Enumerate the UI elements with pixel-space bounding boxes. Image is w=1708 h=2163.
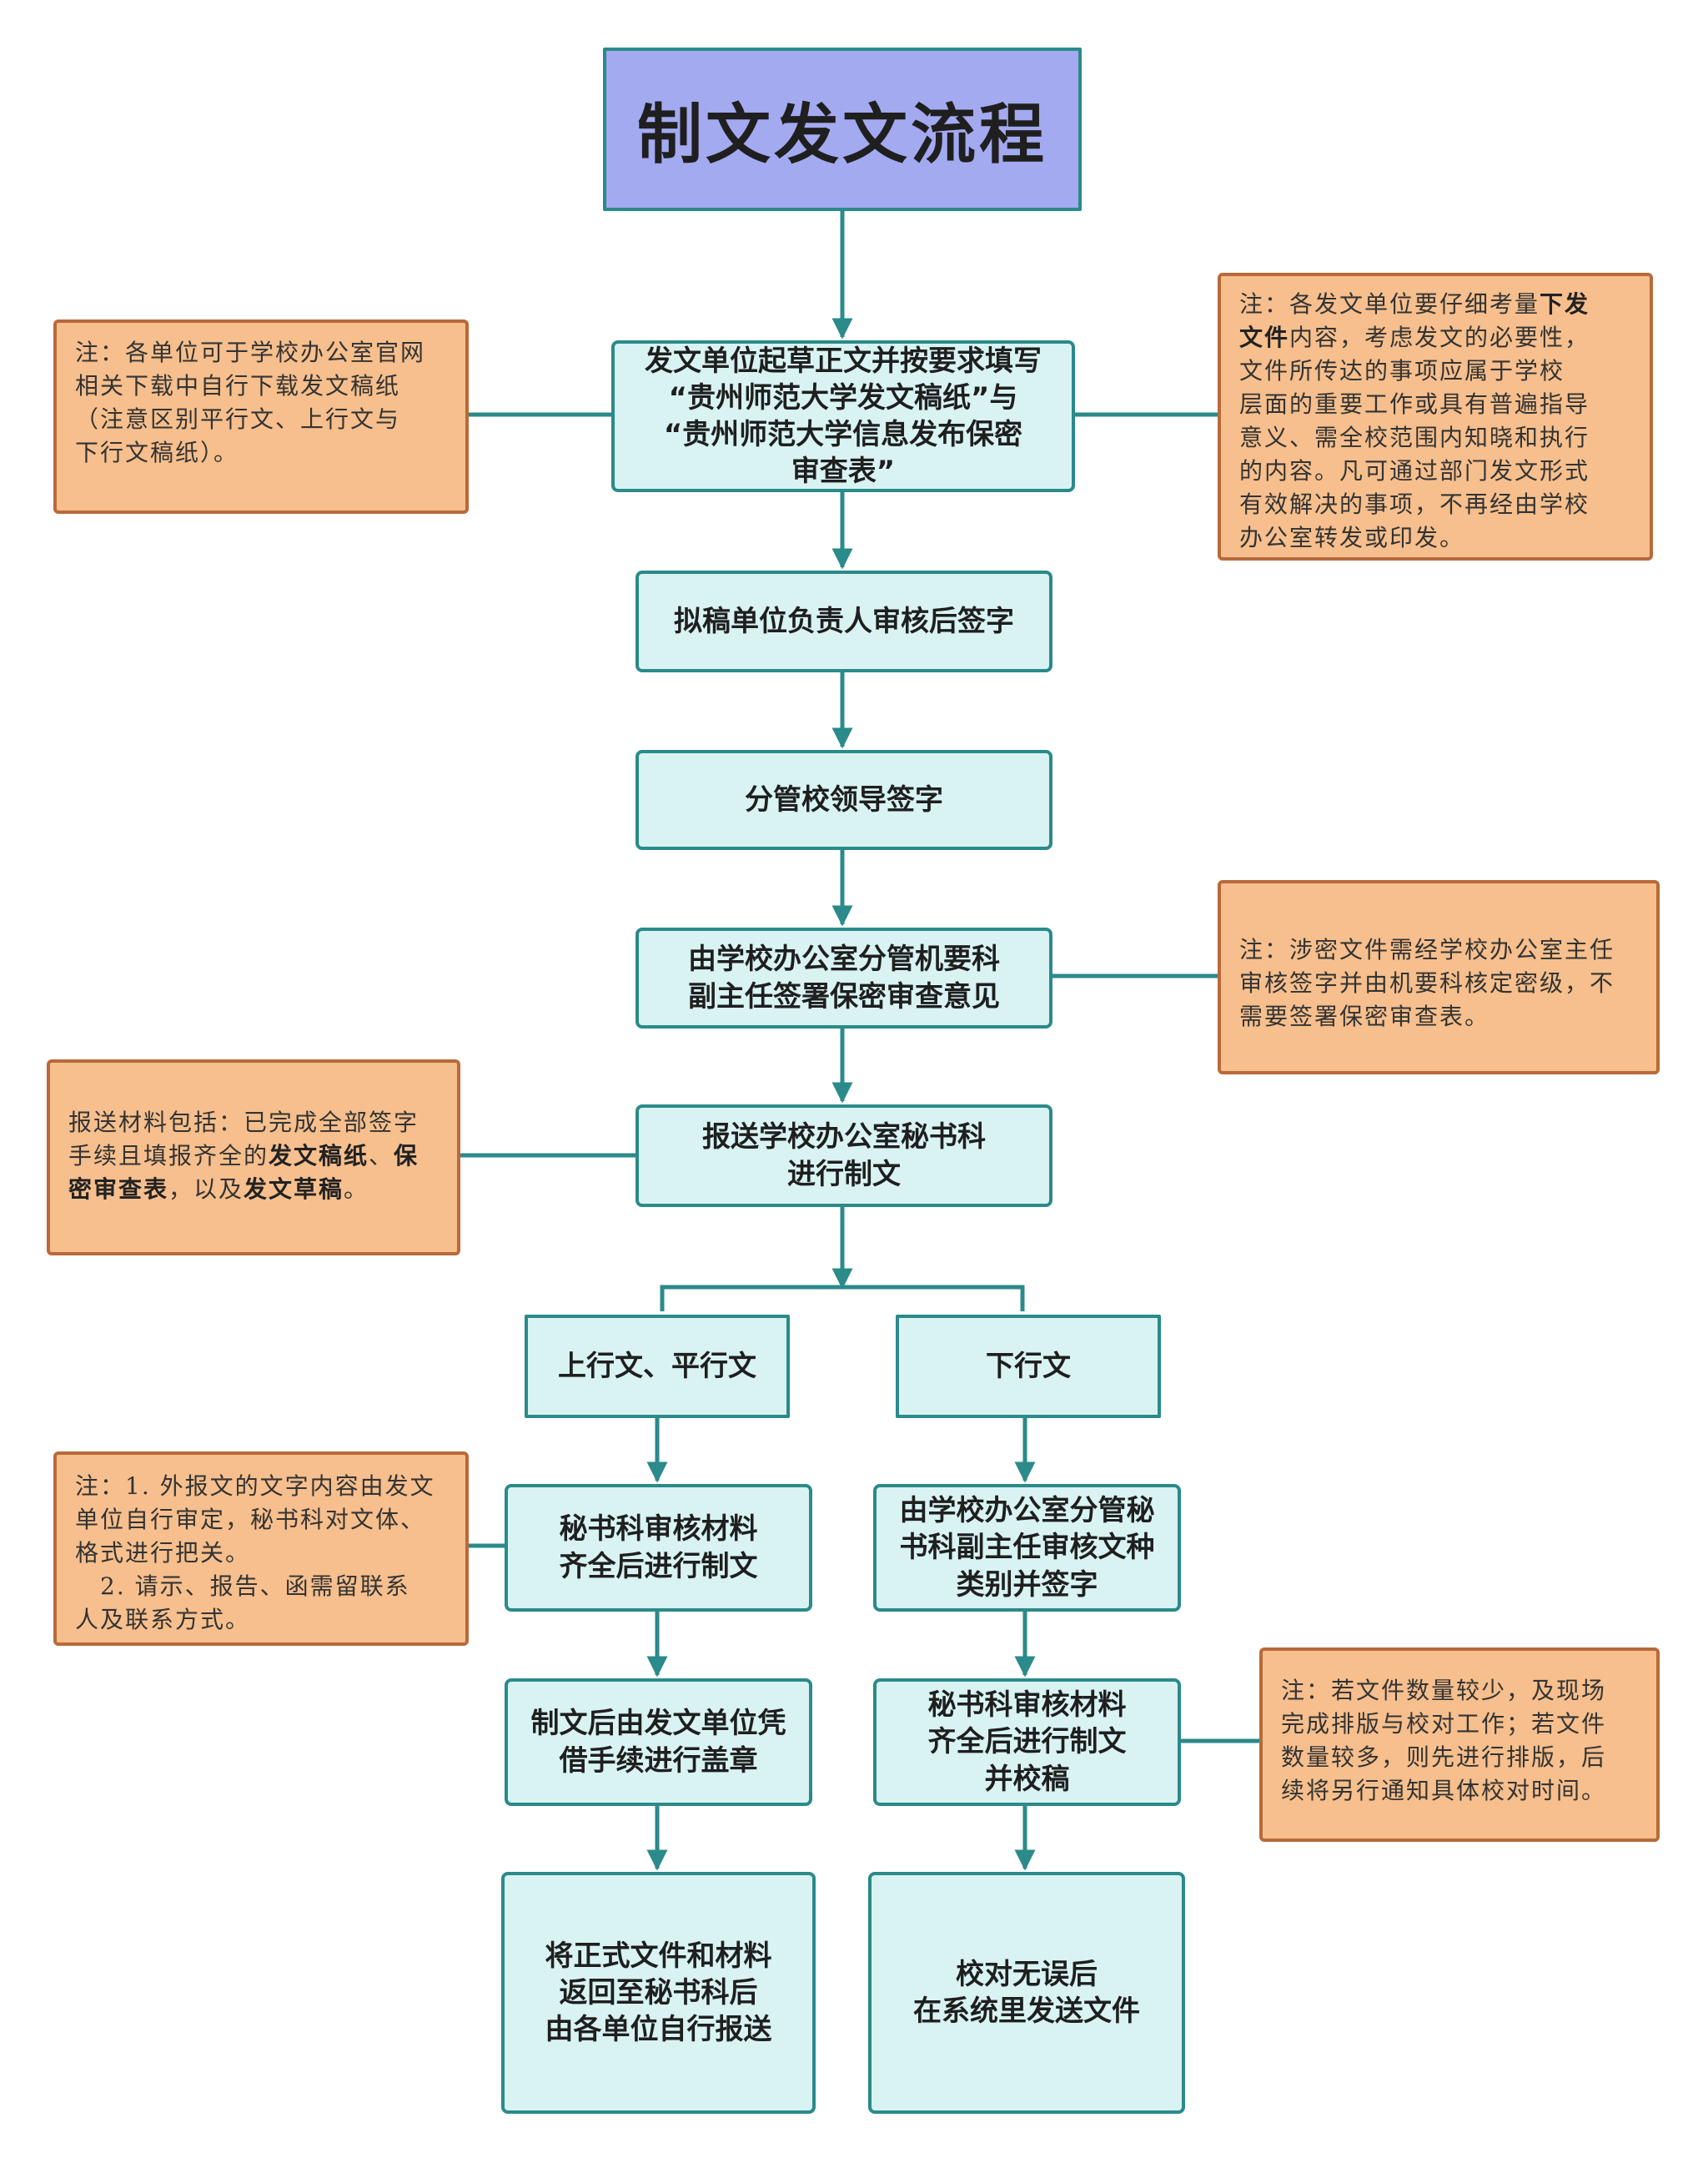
step-left-make-doc-line-1: 秘书科审核材料 — [559, 1512, 758, 1547]
note-consider-line-3: 文件所传达的事项应属于学校 — [1239, 357, 1565, 385]
step-unit-head-sign: 拟稿单位负责人审核后签字 — [635, 571, 1052, 672]
note-submission-materials: 报送材料包括：已完成全部签字 手续且填报齐全的发文稿纸、保 密审查表，以及发文草… — [47, 1059, 460, 1255]
step-leader-sign-line-1: 分管校领导签字 — [745, 782, 943, 817]
note-consider-line-2-b: 内容，考虑发文的必要性， — [1289, 324, 1590, 351]
step-confidential-review-line-2: 副主任签署保密审查意见 — [688, 979, 1000, 1014]
branch-downward-label: 下行文 — [986, 1349, 1071, 1383]
step-right-make-doc: 秘书科审核材料 齐全后进行制文 并校稿 — [873, 1678, 1181, 1806]
note-external-line-3: 格式进行把关。 — [75, 1539, 251, 1567]
page-title: 制文发文流程 — [603, 48, 1082, 211]
note-consider-line-6: 的内容。凡可通过部门发文形式 — [1239, 457, 1590, 485]
note-materials-line-3-b: ，以及 — [168, 1175, 244, 1203]
note-consider-necessity: 注：各发文单位要仔细考量下发 文件内容，考虑发文的必要性， 文件所传达的事项应属… — [1218, 273, 1653, 561]
step-right-make-doc-line-2: 齐全后进行制文 — [927, 1725, 1127, 1759]
step-draft: 发文单位起草正文并按要求填写 “贵州师范大学发文稿纸”与 “贵州师范大学信息发布… — [611, 340, 1075, 492]
note-external-documents: 注：1. 外报文的文字内容由发文 单位自行审定，秘书科对文体、 格式进行把关。 … — [53, 1451, 469, 1646]
note-secret-line-2: 审核签字并由机要科核定密级，不 — [1239, 969, 1615, 997]
note-external-line-2: 单位自行审定，秘书科对文体、 — [75, 1506, 426, 1533]
note-consider-line-1-bold: 下发 — [1540, 290, 1590, 318]
step-left-seal-line-2: 借手续进行盖章 — [559, 1743, 758, 1778]
step-draft-line-4: 审查表” — [791, 455, 896, 489]
note-consider-line-7: 有效解决的事项，不再经由学校 — [1239, 490, 1590, 518]
note-materials-line-2-c: 、 — [369, 1142, 394, 1170]
step-right-send-line-2: 在系统里发送文件 — [913, 1994, 1140, 2028]
note-consider-line-2-bold: 文件 — [1239, 324, 1290, 351]
step-right-send-line-1: 校对无误后 — [956, 1957, 1098, 1991]
branch-downward: 下行文 — [896, 1315, 1161, 1418]
step-confidential-review: 由学校办公室分管机要科 副主任签署保密审查意见 — [635, 928, 1052, 1029]
step-right-deputy-review: 由学校办公室分管秘 书科副主任审核文种 类别并签字 — [873, 1484, 1181, 1612]
note-consider-line-1: 注：各发文单位要仔细考量下发 — [1239, 288, 1631, 321]
note-quantity-line-4: 续将另行通知具体校对时间。 — [1281, 1777, 1607, 1804]
note-materials-line-3-bold-2: 发文草稿 — [244, 1175, 344, 1203]
step-confidential-review-line-1: 由学校办公室分管机要科 — [688, 943, 1000, 977]
note-quantity-line-2: 完成排版与校对工作；若文件 — [1281, 1710, 1607, 1738]
note-quantity-line-1: 注：若文件数量较少，及现场 — [1281, 1677, 1607, 1704]
note-materials-line-2-bold-2: 保 — [394, 1142, 419, 1170]
step-draft-line-3: “贵州师范大学信息发布保密 — [663, 418, 1023, 451]
branch-upward-parallel-label: 上行文、平行文 — [558, 1349, 756, 1383]
note-secret-line-3: 需要签署保密审查表。 — [1239, 1003, 1490, 1030]
step-right-send: 校对无误后 在系统里发送文件 — [868, 1872, 1185, 2114]
branch-upward-parallel: 上行文、平行文 — [525, 1315, 790, 1418]
step-submit-secretariat-line-1: 报送学校办公室秘书科 — [702, 1120, 986, 1154]
note-quantity-line-3: 数量较多，则先进行排版，后 — [1281, 1743, 1607, 1771]
note-download-line-3: （注意区别平行文、上行文与 — [75, 405, 401, 433]
step-right-make-doc-line-3: 并校稿 — [984, 1762, 1070, 1796]
note-consider-line-5: 意义、需全校范围内知晓和执行 — [1239, 424, 1590, 451]
note-document-quantity: 注：若文件数量较少，及现场 完成排版与校对工作；若文件 数量较多，则先进行排版，… — [1259, 1647, 1660, 1842]
note-consider-line-8: 办公室转发或印发。 — [1239, 524, 1465, 551]
note-secret-line-1: 注：涉密文件需经学校办公室主任 — [1239, 936, 1615, 963]
note-external-line-5: 人及联系方式。 — [75, 1606, 251, 1633]
step-right-deputy-review-line-2: 书科副主任审核文种 — [899, 1531, 1155, 1565]
step-draft-line-1: 发文单位起草正文并按要求填写 — [645, 344, 1042, 378]
note-materials-line-2-bold-1: 发文稿纸 — [269, 1142, 369, 1170]
note-download-line-1: 注：各单位可于学校办公室官网 — [75, 339, 426, 366]
step-leader-sign: 分管校领导签字 — [635, 750, 1052, 850]
note-download-line-4: 下行文稿纸）。 — [75, 439, 239, 466]
note-consider-line-1-a: 注：各发文单位要仔细考量 — [1239, 290, 1540, 318]
note-download-template: 注：各单位可于学校办公室官网 相关下载中自行下载发文稿纸 （注意区别平行文、上行… — [53, 319, 469, 514]
note-materials-line-3-bold-1: 密审查表 — [68, 1175, 169, 1203]
note-secret-documents: 注：涉密文件需经学校办公室主任 审核签字并由机要科核定密级，不 需要签署保密审查… — [1218, 880, 1660, 1074]
note-materials-line-1: 报送材料包括：已完成全部签字 — [68, 1109, 419, 1136]
step-right-deputy-review-line-1: 由学校办公室分管秘 — [899, 1494, 1155, 1528]
step-left-make-doc-line-2: 齐全后进行制文 — [559, 1549, 758, 1583]
note-materials-line-3: 密审查表，以及发文草稿。 — [68, 1173, 439, 1206]
step-left-seal-line-1: 制文后由发文单位凭 — [530, 1707, 786, 1741]
step-right-make-doc-line-1: 秘书科审核材料 — [927, 1688, 1127, 1723]
note-consider-line-4: 层面的重要工作或具有普遍指导 — [1239, 390, 1590, 418]
note-download-line-2: 相关下载中自行下载发文稿纸 — [75, 372, 401, 400]
step-left-return-line-1: 将正式文件和材料 — [545, 1939, 772, 1973]
note-materials-line-3-d: 。 — [344, 1175, 369, 1203]
note-external-line-4: 2. 请示、报告、函需留联系 — [75, 1572, 410, 1600]
step-left-return: 将正式文件和材料 返回至秘书科后 由各单位自行报送 — [501, 1872, 816, 2114]
step-right-deputy-review-line-3: 类别并签字 — [956, 1567, 1098, 1602]
step-left-make-doc: 秘书科审核材料 齐全后进行制文 — [505, 1484, 812, 1612]
step-left-return-line-2: 返回至秘书科后 — [559, 1975, 758, 2010]
step-left-seal: 制文后由发文单位凭 借手续进行盖章 — [505, 1678, 812, 1806]
note-consider-line-2: 文件内容，考虑发文的必要性， — [1239, 321, 1631, 355]
note-materials-line-2: 手续且填报齐全的发文稿纸、保 — [68, 1139, 439, 1173]
step-submit-secretariat-line-2: 进行制文 — [787, 1157, 901, 1191]
page-title-text: 制文发文流程 — [636, 97, 1047, 173]
split-connector — [660, 1285, 1025, 1311]
step-submit-secretariat: 报送学校办公室秘书科 进行制文 — [635, 1104, 1052, 1207]
step-draft-line-2: “贵州师范大学发文稿纸”与 — [668, 380, 1018, 415]
step-left-return-line-3: 由各单位自行报送 — [545, 2013, 772, 2047]
note-external-line-1: 注：1. 外报文的文字内容由发文 — [75, 1472, 435, 1500]
note-materials-line-2-a: 手续且填报齐全的 — [68, 1142, 269, 1170]
step-unit-head-sign-line-1: 拟稿单位负责人审核后签字 — [674, 604, 1014, 638]
